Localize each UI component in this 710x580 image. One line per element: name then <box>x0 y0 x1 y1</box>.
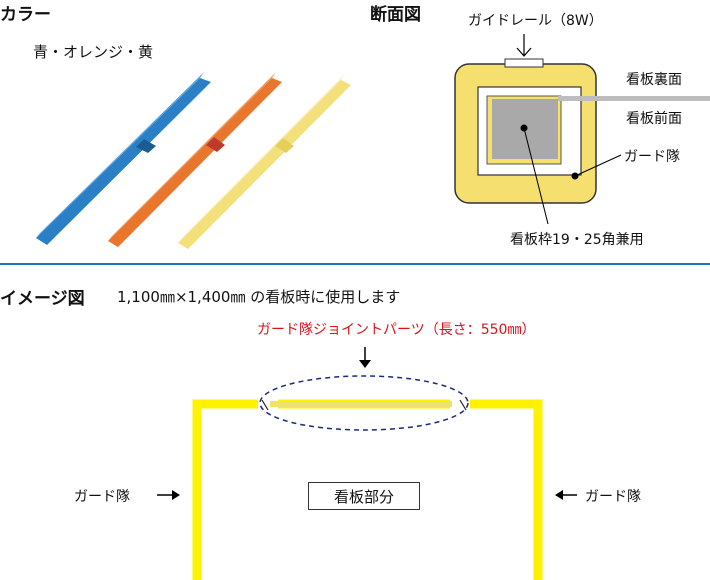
frame-compat-label: 看板枠19・25角兼用 <box>510 232 644 248</box>
image-section-subtitle: 1,100㎜×1,400㎜ の看板時に使用します <box>117 288 401 306</box>
cross-section-title: 断面図 <box>370 5 421 25</box>
orange-rod <box>108 72 282 247</box>
colors-label: 青・オレンジ・黄 <box>33 43 154 61</box>
cross-section-profile <box>454 34 710 225</box>
blue-rod <box>36 72 211 245</box>
back-face-label: 看板裏面 <box>626 72 682 88</box>
signboard-label: 看板部分 <box>333 487 394 506</box>
guard-label-cross: ガード隊 <box>624 149 680 165</box>
guard-frame <box>157 347 577 580</box>
image-section-title: イメージ図 <box>0 289 85 309</box>
front-face-label: 看板前面 <box>626 111 682 127</box>
left-guard-label: ガード隊 <box>74 489 130 505</box>
signboard-area: 看板部分 <box>308 482 420 510</box>
section-divider <box>0 263 710 265</box>
color-section-title: カラー <box>0 5 51 25</box>
joint-parts-label: ガード隊ジョイントパーツ（長さ：550㎜） <box>257 322 536 338</box>
right-guard-label: ガード隊 <box>585 489 641 505</box>
yellow-rod <box>178 74 351 249</box>
guide-rail-label: ガイドレール（8W） <box>468 13 603 29</box>
